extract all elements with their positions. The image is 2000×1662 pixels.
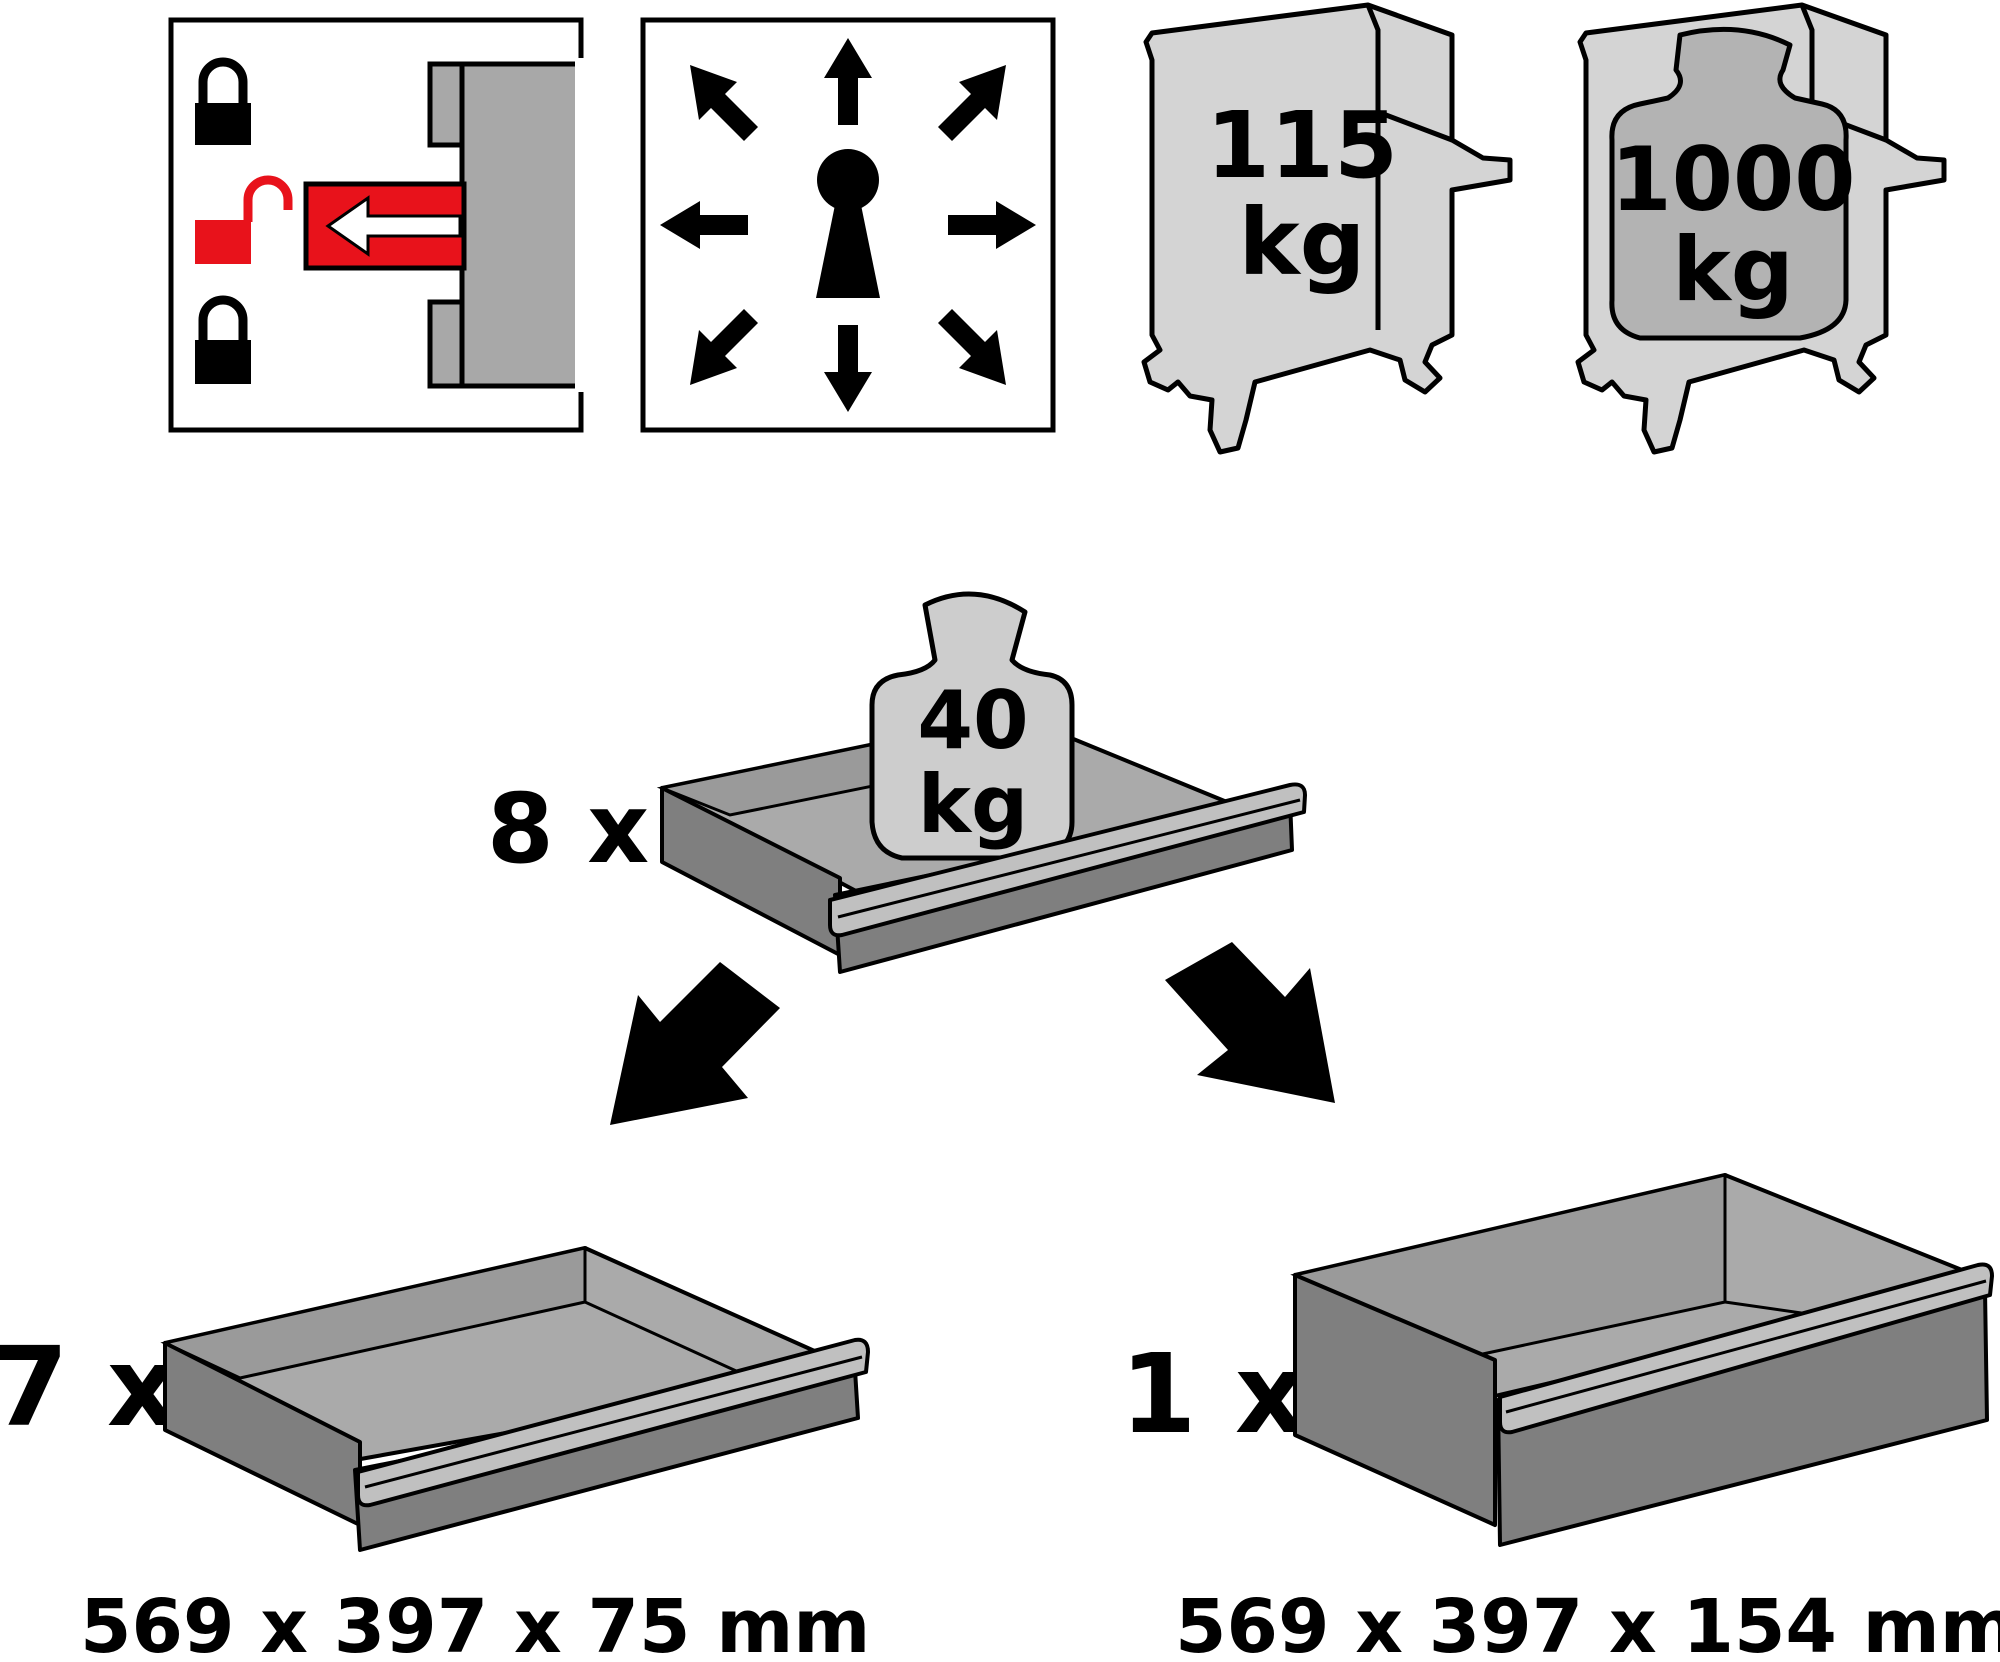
arrow-down-icon [824,325,872,412]
arrow-down-right-icon [938,309,1006,385]
cabinet-capacity-icon: 1000 kg [1575,2,1947,455]
keyhole-panel [640,17,1056,433]
drawer-total-count: 8 x [487,773,649,885]
arrow-down-left-icon-large [610,962,780,1125]
arrow-up-icon [824,38,872,125]
drawer-weight-icon: 40 kg [869,591,1075,861]
lock-closed-icon-top [195,57,251,145]
large-drawer-dimensions: 569 x 397 x 154 mm [1175,1584,2000,1662]
central-lock-panel [168,17,587,433]
lock-rail [427,61,465,148]
large-drawer-count: 1 x [1120,1330,1306,1458]
arrow-down-right-icon-large [1165,942,1335,1103]
arrow-right-icon [948,201,1036,249]
drawer-capacity-illustration: 8 x 40 kg [487,591,1307,974]
cabinet-weight-icon: 115 kg [1141,2,1513,455]
large-drawer-illustration: 1 x 569 x 397 x 154 mm [1120,1173,2000,1662]
drawer-weight-value: 40 [917,674,1028,767]
lock-open-icon [195,175,293,264]
cabinet-weight-unit: kg [1238,189,1365,296]
weight-icon [1609,26,1849,341]
arrow-up-left-icon [690,65,758,141]
cabinet-weight-value: 115 [1206,92,1398,199]
small-drawer-count: 7 x [0,1323,178,1451]
cabinet-capacity-value: 1000 [1611,128,1856,231]
lock-closed-icon-bottom [195,295,251,384]
lock-bolt-arrow-icon [303,181,467,271]
small-drawer-illustration: 7 x 569 x 397 x 75 mm [0,1246,870,1662]
drawer-weight-unit: kg [918,758,1028,851]
arrow-up-right-icon [938,65,1006,141]
arrow-down-left-icon [690,309,758,385]
small-drawer-dimensions: 569 x 397 x 75 mm [80,1584,870,1662]
cabinet-capacity-unit: kg [1672,218,1794,321]
arrow-left-icon [660,201,748,249]
keyhole-icon [816,149,880,298]
